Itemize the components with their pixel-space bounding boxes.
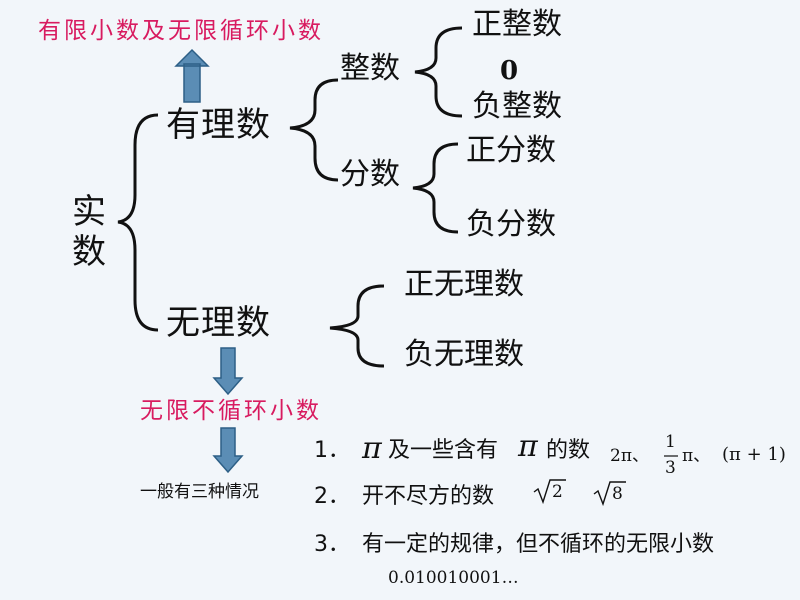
rational-label: 有理数: [166, 105, 271, 145]
negative-irrational-label: 负无理数: [404, 337, 524, 372]
fraction-denominator: 3: [665, 458, 676, 478]
sqrt-sign-2: [593, 481, 626, 507]
brace-real-numbers: [117, 113, 159, 332]
case-3-number: 3．: [314, 532, 350, 557]
negative-integer-label: 负整数: [472, 89, 562, 124]
sqrt-2-radicand: 2: [552, 482, 563, 502]
zero-label: 0: [500, 56, 519, 86]
brace-rational: [289, 78, 339, 182]
brace-irrational: [329, 284, 385, 368]
fraction-numerator: 1: [665, 432, 676, 452]
positive-integer-label: 正整数: [472, 7, 562, 42]
rational-decimal-note: 有限小数及无限循环小数: [38, 18, 324, 44]
brace-fraction: [412, 142, 459, 234]
case-2-text: 开不尽方的数: [362, 484, 495, 509]
example-pi-plus-one: (π + 1): [722, 444, 786, 465]
brace-integer: [414, 26, 463, 118]
case-1-number: 1．: [314, 438, 350, 463]
positive-fraction-label: 正分数: [466, 133, 556, 168]
irrational-definition: 无限不循环小数: [140, 398, 322, 424]
irrational-label: 无理数: [166, 303, 271, 343]
example-third-pi-tail: π、: [682, 446, 711, 466]
case-2-number: 2．: [314, 484, 350, 509]
sqrt-8-radicand: 8: [612, 484, 623, 504]
integer-label: 整数: [340, 51, 400, 86]
pi-symbol-2: π: [518, 429, 538, 464]
fraction-label: 分数: [340, 157, 400, 192]
sqrt-sign-1: [533, 479, 566, 505]
case-1-text-a: 及一些含有: [388, 438, 499, 463]
case-1-text-b: 的数: [546, 438, 591, 463]
negative-fraction-label: 负分数: [466, 207, 556, 242]
case-3-text: 有一定的规律，但不循环的无限小数: [362, 532, 715, 557]
positive-irrational-label: 正无理数: [404, 267, 524, 302]
down-arrow-1: [212, 347, 244, 396]
example-2pi: 2π、: [610, 446, 649, 466]
common-cases-label: 一般有三种情况: [140, 482, 259, 502]
down-arrow-2: [212, 427, 244, 474]
real-numbers-label: 实数: [72, 192, 107, 272]
up-arrow: [174, 48, 210, 103]
pi-symbol-1: π: [362, 431, 382, 466]
repeating-pattern-example: 0.010010001…: [388, 568, 519, 588]
